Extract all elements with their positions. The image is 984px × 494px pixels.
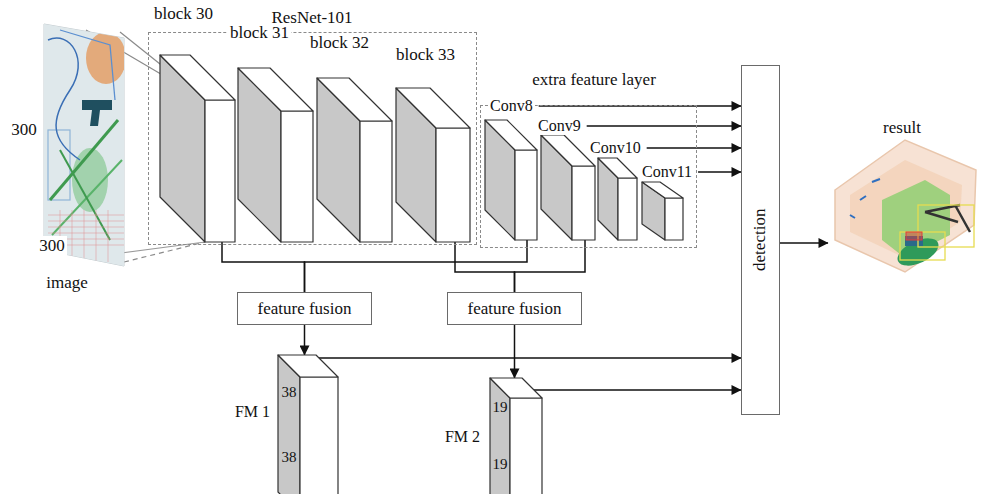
flow-arrow	[455, 242, 515, 292]
block-top-face	[485, 120, 537, 150]
feature-map-label: FM 2	[443, 428, 482, 446]
dimension-label: 300	[37, 236, 67, 256]
block-shape	[160, 55, 235, 242]
block-shape	[238, 68, 313, 242]
block-top-face	[541, 135, 595, 166]
node-label: Conv10	[588, 139, 643, 157]
xray-result-picture	[893, 233, 942, 272]
feature-map: FM 13838	[278, 355, 338, 494]
flow-arrow	[514, 325, 516, 378]
dimension-label: 38	[280, 449, 299, 466]
flow-arrow	[304, 325, 306, 355]
block-shape	[278, 355, 338, 494]
block-front-face	[205, 100, 235, 242]
residual-block: block 33	[396, 88, 470, 242]
node-label: Conv11	[640, 163, 694, 181]
feature-map: FM 21919	[490, 378, 542, 494]
xray-input-picture	[50, 120, 118, 200]
conv-layer: Conv10	[598, 158, 637, 240]
residual-block: block 32	[317, 78, 392, 242]
block-shape	[541, 135, 595, 240]
block-front-face	[572, 166, 595, 240]
dimension-label: 19	[491, 399, 510, 416]
xray-input-picture	[44, 24, 124, 266]
node-label: Conv9	[536, 117, 583, 135]
flow-arrow	[222, 242, 305, 292]
block-top-face	[396, 88, 470, 128]
xray-input-picture	[44, 24, 124, 266]
block-front-face	[510, 398, 542, 494]
result-image: result	[826, 118, 980, 276]
projection-line	[124, 242, 205, 262]
dimension-label: 300	[9, 120, 39, 140]
xray-result-picture	[850, 179, 880, 218]
flow-arrow	[319, 357, 741, 359]
block-side-face	[278, 355, 300, 494]
block-front-face	[665, 198, 683, 240]
xray-input-picture	[60, 150, 110, 240]
block-top-face	[642, 182, 683, 198]
extra-layer-group: extra feature layerConv8Conv9Conv10Conv1…	[480, 105, 697, 248]
node-label: extra feature layer	[530, 70, 658, 90]
block-front-face	[360, 121, 392, 242]
xray-input-picture	[44, 24, 126, 266]
block-shape	[485, 120, 537, 240]
node-label: block 30	[152, 4, 215, 24]
block-shape	[396, 88, 470, 242]
node-label: feature fusion	[466, 299, 564, 319]
flow-arrow	[534, 389, 741, 391]
detection-box: detection	[741, 65, 780, 415]
xray-result-picture	[925, 205, 970, 232]
xray-input-picture	[60, 30, 115, 100]
block-top-face	[490, 378, 542, 398]
xray-result-picture	[835, 140, 976, 272]
residual-block: block 31	[238, 68, 313, 242]
flow-arrow	[698, 171, 741, 173]
xray-result-picture	[835, 140, 976, 272]
feature-map-label: FM 1	[233, 403, 272, 421]
block-top-face	[598, 158, 637, 178]
node-label: block 31	[228, 23, 291, 43]
xray-result-picture	[918, 205, 974, 247]
node-label: feature fusion	[256, 299, 354, 319]
backbone-group: ResNet-101block 30block 31block 32block …	[148, 32, 477, 245]
node-label: block 33	[394, 45, 457, 65]
xray-input-picture	[44, 24, 126, 266]
block-front-face	[515, 150, 537, 240]
flow-arrow	[587, 125, 741, 127]
dimension-label: 19	[491, 456, 510, 473]
node-label: detection	[751, 207, 771, 273]
conv-layer: Conv9	[541, 135, 595, 240]
xray-result-picture	[906, 232, 922, 240]
block-front-face	[300, 377, 338, 494]
fusion-box: feature fusion	[237, 292, 372, 325]
block-top-face	[278, 355, 338, 377]
block-shape	[317, 78, 392, 242]
fusion-box: feature fusion	[447, 292, 582, 325]
xray-input-picture	[48, 38, 80, 160]
block-front-face	[436, 128, 470, 242]
flow-arrow	[647, 147, 741, 149]
xray-input-picture	[82, 100, 112, 126]
xray-result-picture	[900, 232, 945, 260]
block-top-face	[317, 78, 392, 121]
block-front-face	[281, 111, 313, 242]
block-top-face	[238, 68, 313, 111]
node-label: Conv8	[488, 97, 535, 115]
conv-layer: Conv11	[642, 182, 683, 240]
node-label: result	[881, 118, 923, 138]
dimension-label: 38	[280, 384, 299, 401]
block-top-face	[160, 55, 235, 100]
flow-arrow	[780, 242, 828, 244]
node-label: image	[44, 273, 90, 293]
block-shape	[490, 378, 542, 494]
conv-layer: Conv8	[485, 120, 537, 240]
residual-block: block 30	[160, 55, 235, 242]
node-label: block 32	[308, 33, 371, 53]
block-front-face	[618, 178, 637, 240]
block-shape	[598, 158, 637, 240]
block-shape	[642, 182, 683, 240]
